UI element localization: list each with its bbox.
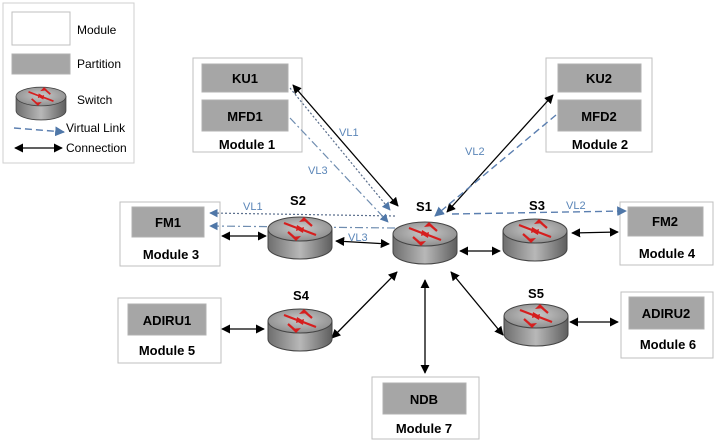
partition-fm2 xyxy=(627,206,704,237)
legend-connection-label: Connection xyxy=(66,141,127,155)
module-6: ADIRU2 Module 6 xyxy=(620,291,714,359)
partition-ndb-label: NDB xyxy=(410,392,438,407)
module-5-label: Module 5 xyxy=(139,343,195,358)
vl2-path-s1-fm2 xyxy=(451,206,627,217)
partition-ku2 xyxy=(557,63,642,93)
connection-s4-s1 xyxy=(331,271,398,339)
module-1: KU1 MFD1 Module 1 xyxy=(192,57,303,153)
switch-s5: S5 xyxy=(502,286,570,348)
partition-adiru2 xyxy=(628,296,705,330)
module-3: FM1 Module 3 xyxy=(119,201,221,267)
partition-fm1 xyxy=(131,206,205,238)
switch-s2-icon xyxy=(266,215,334,261)
partition-ku1 xyxy=(201,63,289,93)
switch-s3-icon xyxy=(501,217,569,263)
switch-s2: S2 xyxy=(266,193,334,261)
vl2-label-lower: VL2 xyxy=(566,200,586,212)
vl1-label-upper: VL1 xyxy=(339,127,359,139)
legend-partition-swatch xyxy=(11,53,71,75)
switch-s1-label: S1 xyxy=(416,199,432,214)
connection-s1-s5 xyxy=(450,271,504,336)
module-3-label: Module 3 xyxy=(143,247,199,262)
connection-s3-fm2 xyxy=(571,227,619,238)
partition-adiru1-label: ADIRU1 xyxy=(143,313,191,328)
module-4-label: Module 4 xyxy=(639,246,696,261)
module-7-label: Module 7 xyxy=(396,421,452,436)
partition-ku2-label: KU2 xyxy=(586,71,612,86)
connection-ku2-s1 xyxy=(446,94,554,213)
vl3-path-mfd1-s1 xyxy=(289,117,389,223)
module-6-label: Module 6 xyxy=(640,337,696,352)
module-5: ADIRU1 Module 5 xyxy=(117,297,222,364)
partition-adiru1 xyxy=(127,303,207,336)
switch-s5-label: S5 xyxy=(528,286,544,301)
switch-s3-label: S3 xyxy=(529,198,545,213)
module-7: NDB Module 7 xyxy=(371,376,480,440)
legend-virtual-link-label: Virtual Link xyxy=(66,121,126,135)
partition-mfd2-label: MFD2 xyxy=(581,109,616,124)
switch-s5-icon xyxy=(502,302,570,348)
legend-switch-icon xyxy=(15,86,67,121)
connections xyxy=(221,84,619,374)
partition-adiru2-label: ADIRU2 xyxy=(642,306,690,321)
module-4: FM2 Module 4 xyxy=(619,201,714,266)
switch-s1-icon xyxy=(391,220,459,266)
partition-ku1-label: KU1 xyxy=(232,71,258,86)
vl3-label-upper: VL3 xyxy=(308,165,328,177)
partition-fm2-label: FM2 xyxy=(652,214,678,229)
legend-module-swatch xyxy=(11,11,71,46)
switch-s4-icon xyxy=(266,307,334,353)
switch-s2-label: S2 xyxy=(290,193,306,208)
module-2-label: Module 2 xyxy=(572,137,628,152)
legend-module-label: Module xyxy=(77,23,117,37)
legend-switch-label: Switch xyxy=(77,93,112,107)
partition-mfd1-label: MFD1 xyxy=(227,109,262,124)
switch-s1: S1 xyxy=(391,199,459,266)
legend: Module Partition Switch Virtual Link Con… xyxy=(2,2,135,164)
connection-s2-s1 xyxy=(335,236,390,249)
legend-virtual-link-arrow xyxy=(13,126,65,137)
vl3-label-lower: VL3 xyxy=(348,232,368,244)
vl1-label-lower: VL1 xyxy=(243,201,263,213)
vl2-label-upper: VL2 xyxy=(465,146,485,158)
vl2-path-mfd2-s1 xyxy=(434,114,557,217)
partition-mfd1 xyxy=(201,99,289,132)
legend-partition-label: Partition xyxy=(77,57,121,71)
module-1-label: Module 1 xyxy=(219,137,275,152)
vl1-path-s1-fm1 xyxy=(209,208,396,218)
connection-ku1-s1 xyxy=(292,84,399,207)
partition-mfd2 xyxy=(557,99,642,132)
partition-fm1-label: FM1 xyxy=(155,215,181,230)
switch-s3: S3 xyxy=(501,198,569,263)
partition-ndb xyxy=(382,382,467,415)
vl1-path-ku1-s1 xyxy=(289,87,391,211)
switch-s4-label: S4 xyxy=(293,288,310,303)
switch-s4: S4 xyxy=(266,288,334,353)
module-2: KU2 MFD2 Module 2 xyxy=(545,57,653,153)
